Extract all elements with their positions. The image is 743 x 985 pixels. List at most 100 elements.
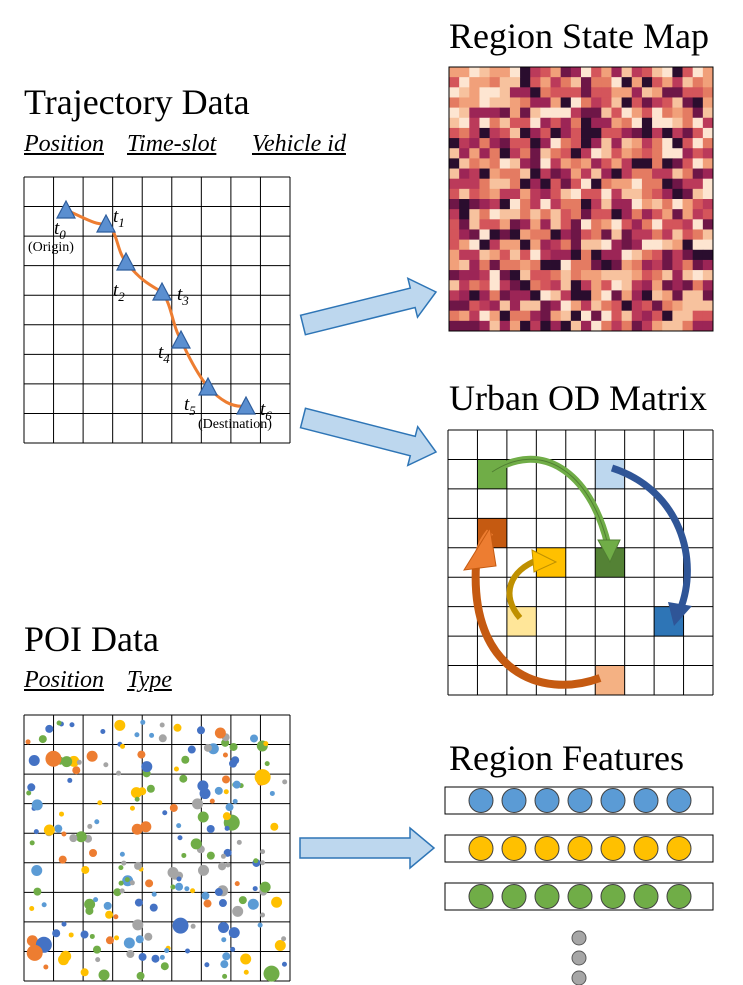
heatmap-cell [662, 97, 673, 109]
heatmap-cell [540, 249, 551, 261]
heatmap-cell [540, 127, 551, 139]
heatmap-cell [540, 148, 551, 159]
heatmap-cell [459, 320, 470, 332]
heatmap-cell [459, 188, 470, 200]
heatmap-cell [702, 158, 714, 169]
heatmap-cell [581, 77, 592, 88]
heatmap-cell [672, 178, 683, 190]
heatmap-cell [692, 280, 704, 291]
heatmap-cell [509, 300, 521, 312]
heatmap-cell [611, 107, 623, 119]
heatmap-cell [489, 280, 501, 291]
heatmap-cell [469, 127, 480, 139]
heatmap-cell [509, 127, 521, 139]
poi-dot [29, 840, 35, 846]
poi-dot [131, 823, 143, 835]
heatmap-cell [560, 259, 572, 271]
heatmap-cell [611, 67, 623, 78]
field-poi-type: Type [127, 667, 172, 693]
od-flow-yellow [506, 557, 540, 620]
heatmap-cell [560, 168, 572, 180]
heatmap-cell [641, 127, 653, 139]
heatmap-cell [682, 87, 694, 98]
heatmap-cell [581, 249, 592, 261]
trajectory-time-label: t3 [177, 284, 189, 308]
poi-dot [100, 728, 106, 734]
heatmap-cell [662, 249, 673, 261]
heatmap-cell [530, 249, 541, 261]
field-position: Position [24, 131, 105, 157]
heatmap-cell [591, 148, 602, 159]
heatmap-cell [611, 148, 623, 159]
field-poi-position: Position [24, 667, 105, 693]
heatmap-cell [459, 239, 470, 251]
poi-dot [236, 839, 242, 845]
heatmap-cell [550, 280, 562, 291]
poi-dot [118, 865, 124, 871]
poi-dot [61, 756, 73, 768]
trajectory-path [65, 208, 247, 408]
heatmap-cell [672, 107, 683, 119]
heatmap-cell [581, 320, 592, 332]
poi-dot [240, 953, 252, 965]
heatmap-cell [449, 67, 460, 78]
heatmap-cell [520, 239, 531, 251]
heatmap-cell [621, 229, 633, 241]
heatmap-cell [570, 138, 582, 149]
poi-dot [229, 742, 238, 751]
heatmap-cell [570, 280, 582, 291]
heatmap-cell [459, 219, 470, 230]
heatmap-cell [469, 77, 480, 88]
heatmap-cell [479, 168, 491, 180]
heatmap-cell [520, 280, 531, 291]
heatmap-cell [692, 87, 704, 98]
heatmap-cell [469, 138, 480, 149]
heatmap-cell [601, 178, 612, 190]
heatmap-cell [611, 178, 623, 190]
poi-dot [136, 971, 145, 980]
poi-dot [225, 803, 234, 812]
poi-dot [41, 902, 47, 908]
heatmap-cell [469, 148, 480, 159]
poi-dot [84, 898, 96, 910]
heatmap-cell [682, 219, 694, 230]
heatmap-cell [550, 138, 562, 149]
heatmap-cell [652, 249, 663, 261]
heatmap-cell [581, 97, 592, 109]
heatmap-cell [540, 310, 551, 322]
heatmap-cell [520, 87, 531, 98]
heatmap-cell [641, 219, 653, 230]
trajectory-point-marker [198, 376, 218, 396]
heatmap-cell [581, 239, 592, 251]
heatmap-cell [621, 300, 633, 312]
heatmap-cell [560, 300, 572, 312]
heatmap-cell [641, 249, 653, 261]
heatmap-cell [469, 249, 480, 261]
heatmap-cell [591, 117, 602, 129]
heatmap-cell [692, 300, 704, 312]
heatmap-cell [672, 138, 683, 149]
heatmap-cell [530, 117, 541, 129]
heatmap-cell [672, 199, 683, 210]
heatmap-cell [601, 259, 612, 271]
heatmap-cell [479, 77, 491, 88]
heatmap-cell [631, 280, 643, 291]
poi-dot [218, 862, 227, 871]
destination-label: (Destination) [198, 417, 272, 432]
heatmap-cell [611, 199, 623, 210]
heatmap-cell [702, 259, 714, 271]
heatmap-cell [499, 229, 511, 241]
heatmap-cell [652, 229, 663, 241]
heatmap-cell [530, 158, 541, 169]
trajectory-grid [23, 176, 291, 444]
heatmap-cell [601, 320, 612, 332]
heatmap-cell [459, 310, 470, 322]
heatmap-cell [591, 229, 602, 241]
heatmap-cell [540, 320, 551, 332]
heatmap-cell [449, 178, 460, 190]
heatmap-cell [591, 178, 602, 190]
heatmap-cell [570, 270, 582, 281]
heatmap-cell [662, 87, 673, 98]
heatmap-cell [621, 67, 633, 78]
feature-dot [501, 788, 527, 813]
